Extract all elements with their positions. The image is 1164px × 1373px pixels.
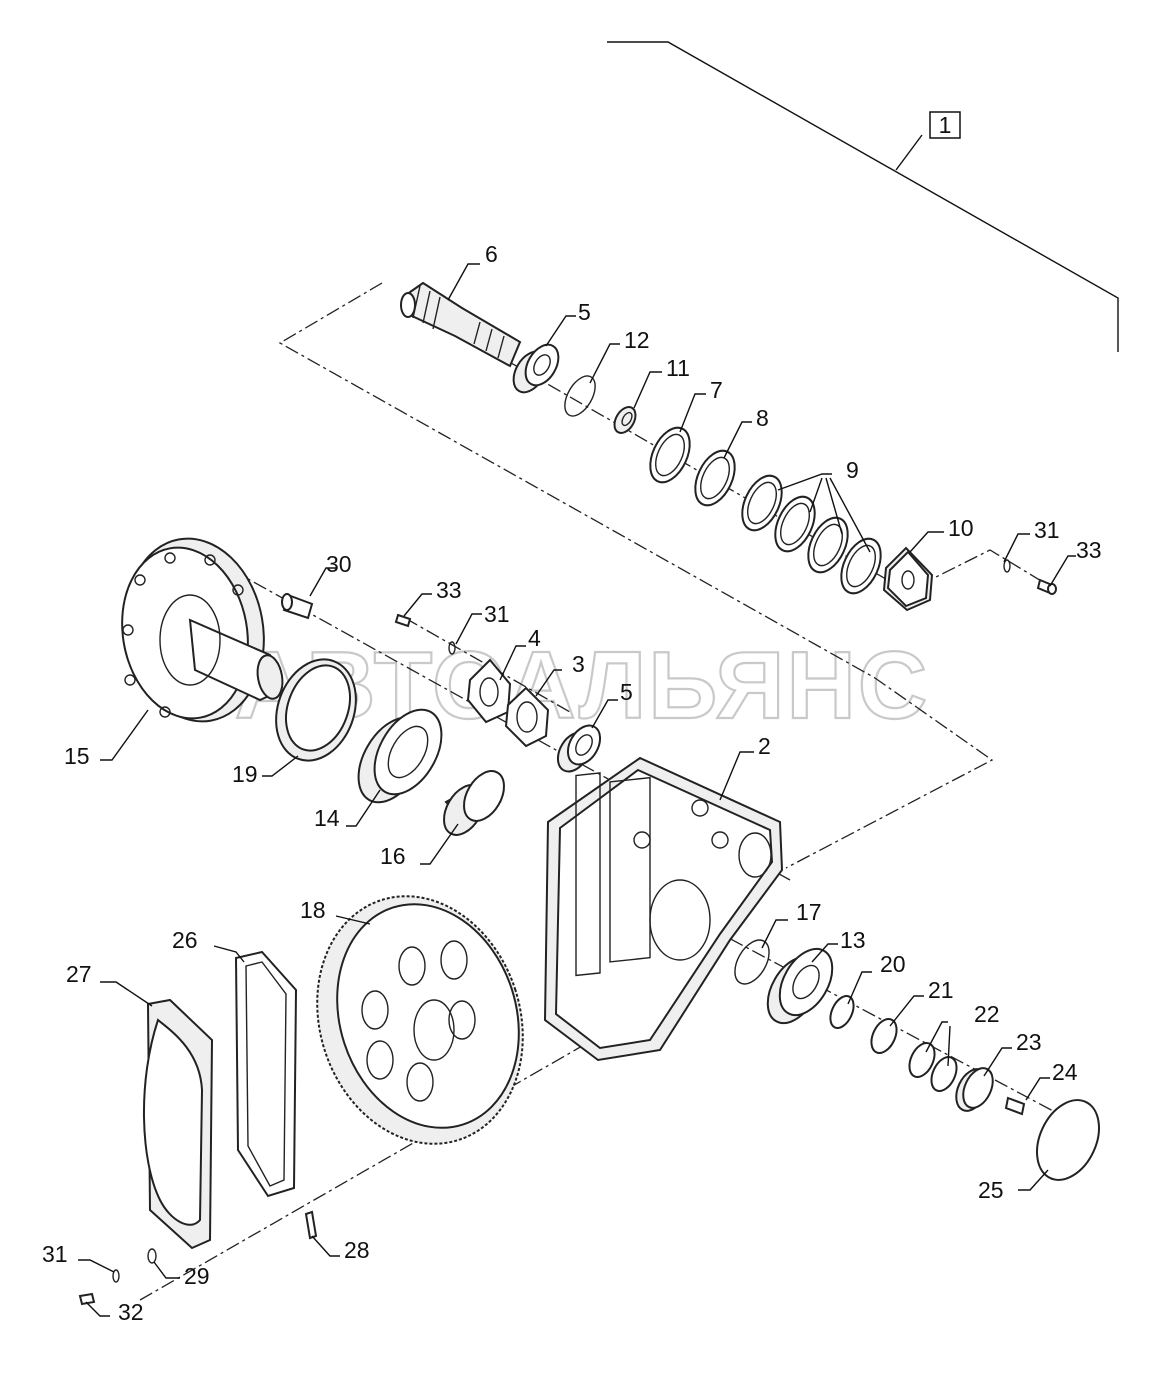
callout-31-mid: 31 — [484, 601, 510, 627]
plate-part-22b — [930, 1056, 958, 1092]
callout-4: 4 — [528, 625, 541, 651]
plate-part-22a — [908, 1042, 936, 1078]
assembly-bracket: 1 — [607, 41, 1119, 352]
callout-31-lower: 31 — [42, 1241, 68, 1267]
callout-27: 27 — [66, 961, 92, 987]
callout-25: 25 — [978, 1177, 1004, 1203]
shim-set-part-9 — [741, 474, 882, 595]
gear-part-18 — [316, 895, 524, 1145]
callout-29: 29 — [184, 1263, 210, 1289]
gasket-part-26 — [234, 950, 298, 1198]
callout-labels: 6 5 12 11 7 8 9 10 31 33 30 33 31 4 3 5 … — [42, 241, 1102, 1325]
callout-33-right: 33 — [1076, 537, 1102, 563]
leader-lines — [78, 263, 1076, 1317]
callout-19: 19 — [232, 761, 258, 787]
bolt-part-33-mid — [394, 613, 412, 628]
bearing-part-5-upper — [512, 343, 560, 394]
callout-5-upper: 5 — [578, 299, 591, 325]
cover-part-27 — [143, 998, 214, 1250]
washer-part-21 — [870, 1018, 898, 1054]
gear-housing-part-2 — [543, 756, 784, 1062]
callout-28: 28 — [344, 1237, 370, 1263]
callout-11: 11 — [666, 355, 690, 381]
hub-part-15 — [121, 537, 284, 723]
washer-part-31-right — [1003, 559, 1011, 573]
pin-part-30 — [281, 593, 314, 620]
cap-part-25 — [1036, 1099, 1100, 1181]
washer-part-31-lower — [112, 1269, 120, 1283]
callout-16: 16 — [380, 843, 406, 869]
callout-3: 3 — [572, 651, 585, 677]
callout-12: 12 — [624, 327, 650, 353]
callout-14: 14 — [314, 805, 340, 831]
callout-23: 23 — [1016, 1029, 1042, 1055]
callout-20: 20 — [880, 951, 906, 977]
callout-32: 32 — [118, 1299, 144, 1325]
callout-2: 2 — [758, 733, 771, 759]
gasket-part-8 — [694, 449, 736, 507]
bearing-part-5-lower — [556, 724, 602, 773]
callout-22: 22 — [974, 1001, 1000, 1027]
snap-ring-part-12 — [564, 375, 596, 417]
callout-8: 8 — [756, 405, 769, 431]
callout-17: 17 — [796, 899, 822, 925]
ring-part-17 — [734, 939, 770, 985]
callout-30: 30 — [326, 551, 352, 577]
washer-part-20 — [829, 995, 855, 1029]
bolt-part-33-right — [1036, 578, 1057, 595]
seal-ring-part-19 — [275, 658, 357, 762]
callout-9: 9 — [846, 457, 859, 483]
sleeve-part-16 — [443, 770, 505, 836]
shaft-part-6 — [400, 281, 522, 368]
bearing-part-14 — [357, 708, 443, 804]
gasket-part-3 — [504, 686, 550, 748]
callout-10: 10 — [948, 515, 974, 541]
callout-31-right: 31 — [1034, 517, 1060, 543]
callout-24: 24 — [1052, 1059, 1078, 1085]
plate-part-23 — [955, 1067, 994, 1112]
callout-15: 15 — [64, 743, 90, 769]
bolt-part-32 — [78, 1292, 96, 1306]
callout-33-mid: 33 — [436, 577, 462, 603]
callout-5-lower: 5 — [620, 679, 633, 705]
callout-13: 13 — [840, 927, 866, 953]
callout-21: 21 — [928, 977, 954, 1003]
callout-6: 6 — [485, 241, 498, 267]
callout-7: 7 — [710, 377, 723, 403]
bolt-part-24 — [1004, 1096, 1026, 1116]
callout-26: 26 — [172, 927, 198, 953]
callout-18: 18 — [300, 897, 326, 923]
washer-part-29 — [147, 1248, 157, 1264]
callout-1: 1 — [939, 112, 952, 138]
cover-plate-part-10 — [882, 546, 934, 612]
washer-part-31-mid — [448, 641, 456, 655]
seal-part-11 — [613, 406, 637, 434]
gasket-part-7 — [649, 426, 691, 484]
spacer-part-28 — [304, 1210, 318, 1240]
bearing-part-13 — [766, 947, 834, 1025]
